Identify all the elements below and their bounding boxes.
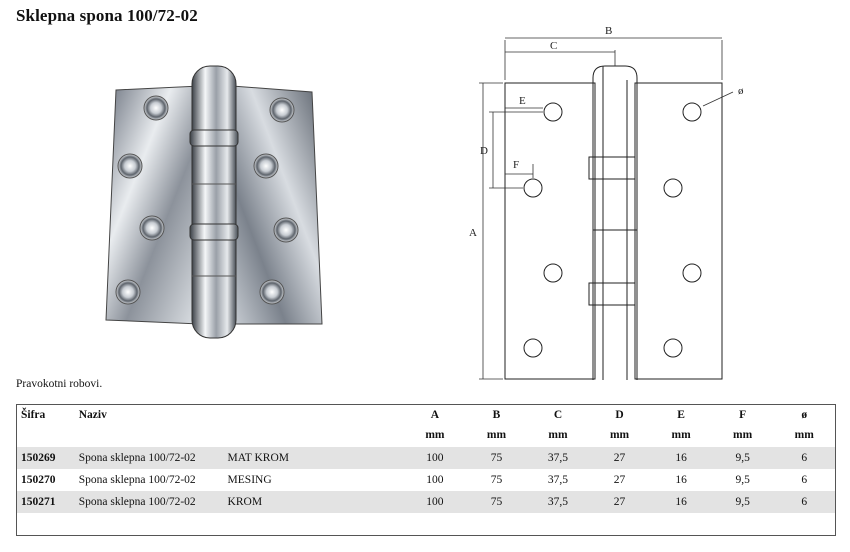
cell-code: 150269 xyxy=(17,447,79,469)
cell-b: 75 xyxy=(465,447,528,469)
header-code: Šifra xyxy=(21,409,46,421)
cell-e: 16 xyxy=(650,447,712,469)
cell-diameter: 6 xyxy=(773,447,835,469)
cell-b: 75 xyxy=(465,491,528,513)
cell-diameter: 6 xyxy=(773,491,835,513)
unit-b: mm xyxy=(486,429,507,441)
header-d: D xyxy=(615,409,624,421)
header-variant xyxy=(228,405,405,429)
product-title: Sklepna spona 100/72-02 xyxy=(16,6,198,25)
header-name: Naziv xyxy=(78,409,107,421)
table-row: 150270 Spona sklepna 100/72-02 MESING 10… xyxy=(17,469,835,491)
cell-name: Spona sklepna 100/72-02 xyxy=(78,474,196,486)
cell-name: Spona sklepna 100/72-02 xyxy=(78,491,228,513)
cell-a: 100 xyxy=(404,447,466,469)
cell-d: 27 xyxy=(588,447,651,469)
cell-e: 16 xyxy=(675,474,687,486)
spec-table: Šifra Naziv A B C D E F ø mm mm mm mm mm… xyxy=(16,404,836,536)
unit-a: mm xyxy=(425,429,445,441)
dim-label-diameter: ø xyxy=(738,85,744,97)
unit-c: mm xyxy=(548,429,568,441)
header-b: B xyxy=(492,409,501,421)
cell-name: Spona sklepna 100/72-02 xyxy=(78,447,228,469)
header-a: A xyxy=(430,409,440,421)
cell-diameter: 6 xyxy=(801,474,808,486)
cell-a: 100 xyxy=(426,474,444,486)
table-row: 150269 Spona sklepna 100/72-02 MAT KROM … xyxy=(17,447,835,469)
cell-f: 9,5 xyxy=(735,474,750,486)
cell-f: 9,5 xyxy=(711,491,774,513)
hinge-drawing: B C A D E F ø xyxy=(469,25,744,380)
cell-variant: MAT KROM xyxy=(227,447,405,469)
cell-c: 37,5 xyxy=(527,491,589,513)
cell-c: 37,5 xyxy=(547,474,569,486)
unit-f: mm xyxy=(733,429,753,441)
cell-a: 100 xyxy=(404,491,466,513)
dim-label-f: F xyxy=(513,159,519,171)
header-diameter: ø xyxy=(801,409,808,421)
table-units-row: mm mm mm mm mm mm mm xyxy=(17,429,835,447)
unit-diameter: mm xyxy=(794,429,814,441)
header-f: F xyxy=(739,409,747,421)
table-header-row: Šifra Naziv A B C D E F ø xyxy=(17,405,835,429)
cell-e: 16 xyxy=(650,491,712,513)
hinge-photo xyxy=(105,65,323,339)
cell-variant: MESING xyxy=(227,474,272,486)
cell-code: 150271 xyxy=(17,491,79,513)
cell-f: 9,5 xyxy=(711,447,774,469)
cell-variant: KROM xyxy=(227,491,405,513)
dim-label-a: A xyxy=(469,227,477,239)
dim-label-c: C xyxy=(550,40,557,52)
dim-label-e: E xyxy=(519,95,526,107)
header-c: C xyxy=(553,409,563,421)
dim-label-b: B xyxy=(605,25,612,37)
dim-label-d: D xyxy=(480,145,488,157)
unit-e: mm xyxy=(671,429,691,441)
cell-d: 27 xyxy=(613,474,626,486)
header-e: E xyxy=(677,409,685,421)
cell-b: 75 xyxy=(490,474,503,486)
cell-c: 37,5 xyxy=(527,447,589,469)
table-row: 150271 Spona sklepna 100/72-02 KROM 100 … xyxy=(17,491,835,513)
cell-code: 150270 xyxy=(21,474,56,486)
unit-d: mm xyxy=(609,429,630,441)
cell-d: 27 xyxy=(588,491,651,513)
product-note: Pravokotni robovi. xyxy=(16,378,103,390)
